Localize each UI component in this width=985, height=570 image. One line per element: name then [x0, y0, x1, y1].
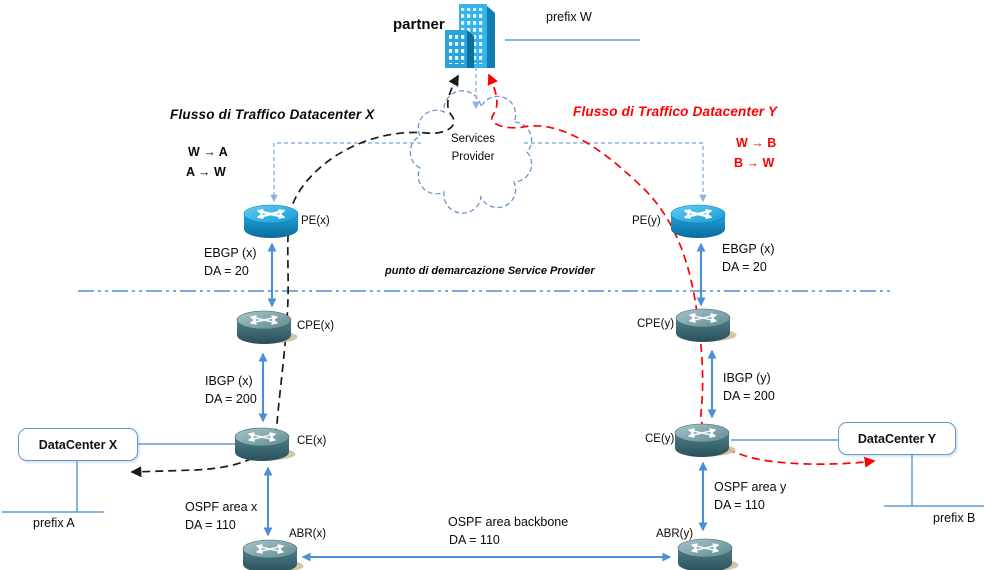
flow-x-title: Flusso di Traffico Datacenter X: [170, 107, 375, 122]
router-pe-y-icon: [671, 205, 725, 238]
ibgp-y-protocol: IBGP (y): [723, 371, 771, 385]
prefix-a-label: prefix A: [33, 516, 75, 530]
router-ce-x-icon: [235, 428, 296, 461]
router-abr-y-label: ABR(y): [656, 528, 694, 540]
router-ce-x-label: CE(x): [297, 435, 327, 447]
router-ce-y-icon: [675, 424, 736, 457]
router-abr-x-icon: [243, 540, 304, 570]
datacenter-y-box: DataCenter Y: [838, 422, 956, 455]
router-abr-x-label: ABR(x): [289, 528, 327, 540]
ospf-backbone-da: DA = 110: [449, 533, 500, 547]
ospf-x-protocol: OSPF area x: [185, 500, 258, 514]
router-cpe-x-icon: [237, 311, 298, 344]
flow-x-route-1: W → A: [188, 145, 228, 159]
cloud-pe-y-link: [524, 142, 707, 203]
ospf-y-da: DA = 110: [714, 498, 765, 512]
ebgp-x-da: DA = 20: [204, 264, 249, 278]
router-pe-y-label: PE(y): [632, 215, 661, 227]
flow-y-path: [487, 73, 876, 468]
flow-y-title: Flusso di Traffico Datacenter Y: [573, 104, 778, 119]
router-pe-x-label: PE(x): [301, 215, 330, 227]
ibgp-x-da: DA = 200: [205, 392, 257, 406]
ebgp-y-da: DA = 20: [722, 260, 767, 274]
ebgp-x-protocol: EBGP (x): [204, 246, 257, 260]
ospf-y-protocol: OSPF area y: [714, 480, 787, 494]
router-cpe-y-icon: [676, 309, 737, 342]
ebgp-y-protocol: EBGP (x): [722, 242, 775, 256]
demarcation-label: punto di demarcazione Service Provider: [385, 265, 595, 277]
datacenter-x-label: DataCenter X: [38, 437, 118, 452]
flow-x-route-2: A → W: [186, 165, 226, 179]
partner-building-icon: [445, 4, 495, 68]
ospf-backbone-protocol: OSPF area backbone: [448, 515, 569, 529]
router-abr-y-icon: [678, 539, 739, 570]
router-cpe-x-label: CPE(x): [297, 320, 335, 332]
ibgp-x-protocol: IBGP (x): [205, 374, 253, 388]
flow-y-route-2: B → W: [734, 156, 775, 170]
cloud-pe-x-link: [270, 142, 421, 203]
prefix-b-label: prefix B: [933, 511, 976, 525]
router-pe-x-icon: [244, 205, 298, 238]
ibgp-y-da: DA = 200: [723, 389, 775, 403]
router-cpe-y-label: CPE(y): [637, 318, 675, 330]
flow-y-route-1: W → B: [736, 136, 777, 150]
datacenter-y-label: DataCenter Y: [857, 431, 937, 446]
prefix-w-label: prefix W: [546, 10, 592, 24]
services-provider-label: Services Provider: [450, 133, 496, 163]
partner-label: partner: [393, 16, 445, 33]
datacenter-x-box: DataCenter X: [18, 428, 138, 461]
ospf-x-da: DA = 110: [185, 518, 236, 532]
router-ce-y-label: CE(y): [645, 433, 675, 445]
